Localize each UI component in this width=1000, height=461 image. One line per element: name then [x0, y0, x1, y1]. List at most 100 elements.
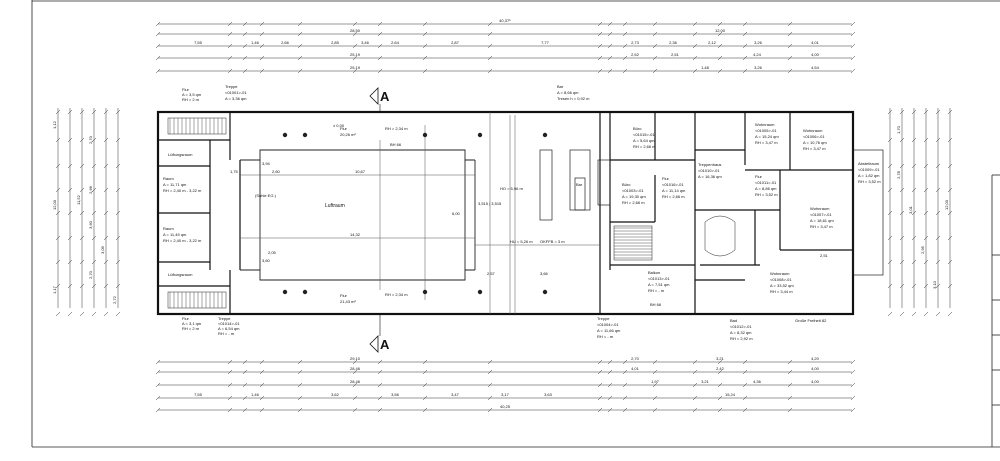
column [302, 132, 308, 138]
dimension-tick [692, 55, 698, 61]
dimension-tick [923, 210, 929, 216]
dimension-tick [652, 369, 658, 375]
room-bad-name: Bad [730, 318, 737, 323]
room-bad-id: <01012>-01 [730, 324, 752, 329]
dimension-tick [787, 21, 793, 27]
dimension-tick [935, 163, 941, 169]
dimension-tick [115, 235, 121, 241]
room-wohn-2-rh: RH = 3,47 m [803, 146, 826, 151]
dimension-tick [787, 407, 793, 413]
room-wohn-4-id: <01008>-01 [770, 277, 792, 282]
stairs [167, 117, 736, 309]
dimension-tick [899, 163, 905, 169]
dimension-tick [487, 68, 493, 74]
room-raum-2-name: Raum [163, 226, 174, 231]
dimension-tick [297, 359, 303, 365]
room-treppe-s-name: Treppe [597, 316, 610, 321]
dimension-tick [227, 369, 233, 375]
dim-right-1: 2,78 [896, 170, 901, 179]
dim-top-row3-11: 3,26 [754, 40, 763, 45]
dimension-tick [242, 68, 248, 74]
dimension-tick [652, 55, 658, 61]
dim-bottom-row2-3: 4,00 [811, 366, 820, 371]
room-treppe-s-rh: RH = - m [597, 334, 614, 339]
dimension-tick [79, 210, 85, 216]
dimension-tick [742, 359, 748, 365]
dimension-tick [487, 43, 493, 49]
dimension-tick [242, 21, 248, 27]
room-raum-1-name: Raum [163, 176, 174, 181]
dimension-tick [911, 137, 917, 143]
dim-left-5: 1,17 [52, 285, 57, 294]
dimension-tick [742, 395, 748, 401]
room-treppenhaus-id: <01010>-01 [698, 168, 720, 173]
label-rh-a: RH = 2,34 m [385, 126, 408, 131]
dimension-tick [607, 395, 613, 401]
dimension-tick [787, 395, 793, 401]
dimension-tick [787, 55, 793, 61]
dimension-tick [692, 43, 698, 49]
label-ho: HO = 5,96 m [500, 186, 523, 191]
dim-bottom-row1-0: 29,10 [350, 356, 361, 361]
dimension-tick [911, 210, 917, 216]
dim-top-row3-0: 7,55 [194, 40, 203, 45]
left-vertical-dims: 1,12 2,70 2,66 3,60 3,09 1,17 2,70 2,72 … [52, 120, 117, 304]
dimension-tick [947, 210, 953, 216]
room-buero-2-name: Büro [622, 182, 631, 187]
dimension-tick [227, 55, 233, 61]
dimension-tick [103, 163, 109, 169]
dimension-tick [91, 109, 97, 115]
dimension-tick [352, 21, 358, 27]
dim-right-4: 3,10 [932, 280, 937, 289]
room-flur-mid-name: Flur [662, 176, 670, 181]
room-wohn-1-id: <01005>-01 [755, 128, 777, 133]
dimension-tick [103, 210, 109, 216]
dimension-tick [79, 283, 85, 289]
dimension-ticks [55, 21, 953, 413]
dimension-tick [850, 55, 856, 61]
dimension-tick [947, 163, 953, 169]
dimension-tick [377, 359, 383, 365]
room-buero-1-id: <01015>-01 [633, 132, 655, 137]
dimension-tick [67, 137, 73, 143]
dimension-tick [850, 31, 856, 37]
room-flur-e-rh: RH = 3,52 m [755, 192, 778, 197]
dimension-tick [607, 55, 613, 61]
dim-right-0: 1,70 [896, 125, 901, 134]
dimension-tick [923, 163, 929, 169]
dimension-tick [597, 55, 603, 61]
dim-right-5: 12,00 [944, 199, 949, 210]
dimension-tick [622, 55, 628, 61]
dimension-tick [911, 311, 917, 317]
dimension-tick [55, 187, 61, 193]
dimension-tick [487, 369, 493, 375]
room-flur-s-name: Flur [340, 293, 348, 298]
dimension-tick [155, 68, 161, 74]
dim-bottom-row4-6: 3,63 [544, 392, 553, 397]
dimension-tick [242, 31, 248, 37]
dimension-tick [717, 31, 723, 37]
dim-top-row5-0: 25,19 [350, 65, 361, 70]
dim-bottom-row1-1: 2,70 [631, 356, 640, 361]
dimension-tick [692, 21, 698, 27]
dimension-tick [787, 382, 793, 388]
section-label-bottom: A [380, 337, 390, 352]
room-flur-mid-rh: RH = 2,66 m [662, 194, 685, 199]
room-wohn-3-rh: RH = 3,47 m [810, 224, 833, 229]
dimension-tick [607, 359, 613, 365]
dimension-tick [297, 31, 303, 37]
dimension-tick [155, 407, 161, 413]
room-wohn-4-area: A = 33,52 qm [770, 283, 794, 288]
dimension-tick [352, 359, 358, 365]
dimension-tick [259, 68, 265, 74]
dimension-tick [79, 235, 85, 241]
dimension-tick [377, 68, 383, 74]
dim-int-4: 14,32 [350, 232, 361, 237]
balcony-ledge [852, 149, 884, 276]
dimension-tick [155, 21, 161, 27]
dimension-tick [899, 210, 905, 216]
dimension-tick [597, 382, 603, 388]
dim-int-6: 2,05 [268, 250, 277, 255]
room-bad-rh: RH = 2,92 m [730, 336, 753, 341]
dimension-tick [422, 68, 428, 74]
